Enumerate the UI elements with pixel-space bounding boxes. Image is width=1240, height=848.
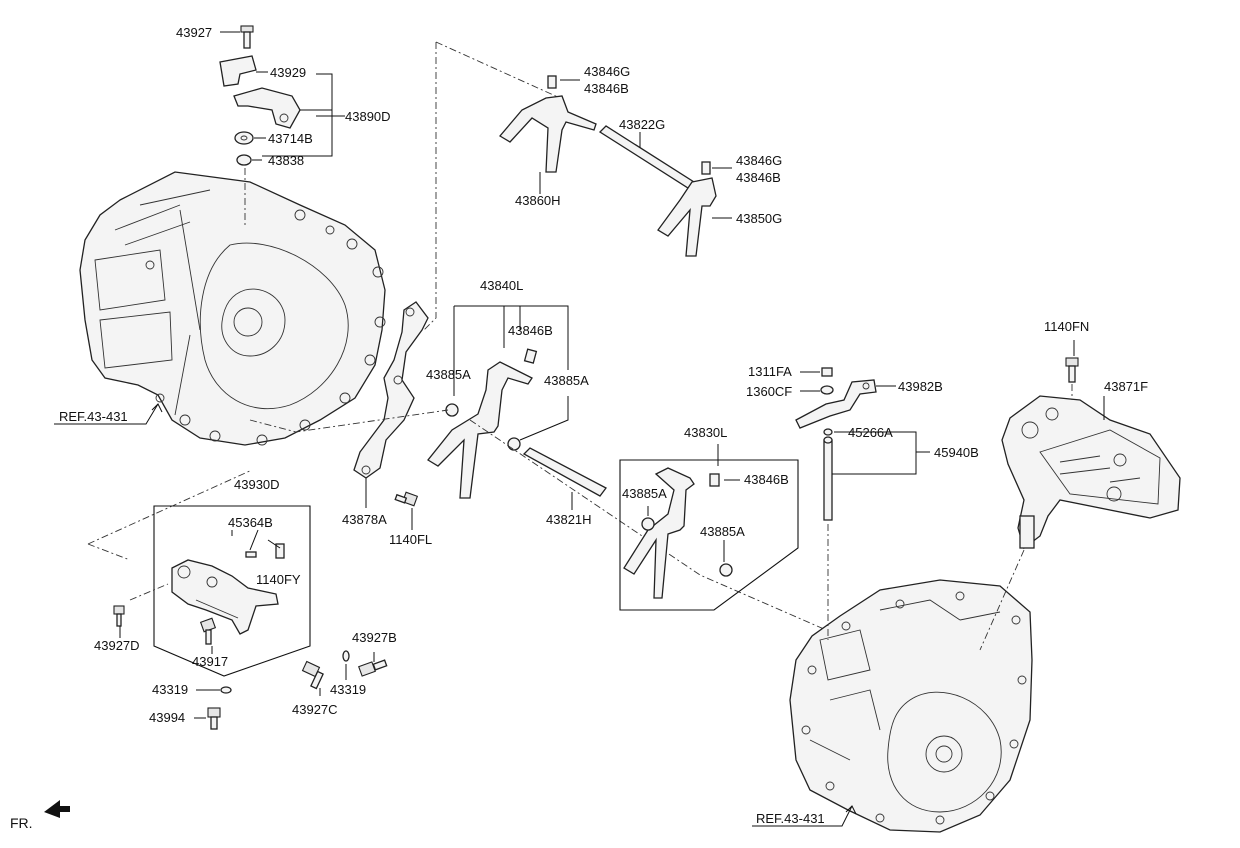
pin-43846G-top-part[interactable]	[547, 75, 557, 89]
label-43890D: 43890D	[345, 109, 391, 124]
label-43930D: 43930D	[234, 477, 280, 492]
washer-43319-left-part[interactable]	[220, 686, 232, 694]
label-43846G-mid: 43846G	[736, 153, 782, 168]
front-label: FR.	[10, 815, 33, 831]
label-43878A: 43878A	[342, 512, 387, 527]
label-43840L: 43840L	[480, 278, 523, 293]
ref-label-right: REF.43-431	[756, 811, 825, 826]
bushing-43885A-box2-part[interactable]	[719, 563, 733, 577]
fork-43850G-part[interactable]	[657, 177, 717, 257]
fork-43840L-part[interactable]	[427, 361, 533, 499]
label-43319-left: 43319	[152, 682, 188, 697]
label-1140FL: 1140FL	[389, 532, 432, 547]
label-45266A: 45266A	[848, 425, 893, 440]
label-43860H: 43860H	[515, 193, 561, 208]
label-43885A-right: 43885A	[544, 373, 589, 388]
label-1140FN: 1140FN	[1044, 319, 1089, 334]
label-43846G-top: 43846G	[584, 64, 630, 79]
bushing-43714B-part[interactable]	[234, 131, 254, 145]
label-1360CF: 1360CF	[746, 384, 792, 399]
label-43885A-box1: 43885A	[622, 486, 667, 501]
label-43714B: 43714B	[268, 131, 313, 146]
pin-43846B-box-part[interactable]	[709, 473, 720, 487]
bushing-43885A-right-part[interactable]	[507, 437, 521, 451]
label-43927: 43927	[176, 25, 212, 40]
front-arrow-icon	[44, 800, 70, 818]
label-43885A-left: 43885A	[426, 367, 471, 382]
washer-1360CF-part[interactable]	[820, 385, 834, 395]
rod-43821H-part[interactable]	[522, 447, 607, 497]
fork-43860H-part[interactable]	[499, 95, 597, 173]
bracket-43890D-part[interactable]	[233, 87, 301, 129]
fork-43830L-part[interactable]	[623, 467, 695, 599]
ref-label-left: REF.43-431	[59, 409, 128, 424]
assembly-43830L-frame	[619, 459, 799, 611]
right-transmission-case[interactable]	[789, 579, 1033, 833]
ring-45266A-part[interactable]	[823, 428, 833, 436]
bolt-1140FY-part[interactable]	[275, 543, 285, 559]
bolt-43917-part[interactable]	[199, 617, 217, 645]
label-43927B: 43927B	[352, 630, 397, 645]
label-43830L: 43830L	[684, 425, 727, 440]
shift-unit-43917-part[interactable]	[171, 559, 279, 635]
label-45364B: 45364B	[228, 515, 273, 530]
pin-43846G-mid-part[interactable]	[701, 161, 711, 175]
bolt-1140FL-part[interactable]	[394, 491, 419, 507]
label-43982B: 43982B	[898, 379, 943, 394]
bolt-43927D-part[interactable]	[113, 605, 125, 627]
label-43850G: 43850G	[736, 211, 782, 226]
bushing-43885A-box1-part[interactable]	[641, 517, 655, 531]
bolt-43994-part[interactable]	[207, 707, 221, 730]
label-43846B-mid: 43846B	[736, 170, 781, 185]
rod-45940B-part[interactable]	[823, 436, 833, 521]
bolt-43927-part[interactable]	[240, 25, 254, 49]
bolt-43927B-part[interactable]	[358, 659, 388, 677]
label-43821H: 43821H	[546, 512, 592, 527]
label-43885A-box2: 43885A	[700, 524, 745, 539]
bolt-43927C-part[interactable]	[301, 660, 324, 690]
assembly-43930D-frame	[153, 505, 311, 677]
label-43994: 43994	[149, 710, 185, 725]
bushing-43838-part[interactable]	[236, 154, 252, 166]
label-43927C: 43927C	[292, 702, 338, 717]
label-43929: 43929	[270, 65, 306, 80]
label-43319-right: 43319	[330, 682, 366, 697]
label-43822G: 43822G	[619, 117, 665, 132]
label-43846B-fork: 43846B	[508, 323, 553, 338]
bolt-1140FN-part[interactable]	[1065, 357, 1079, 383]
pin-43846B-fork-part[interactable]	[523, 348, 538, 364]
left-transmission-case[interactable]	[79, 171, 386, 446]
lever-43982B-part[interactable]	[795, 379, 877, 429]
label-43927D: 43927D	[94, 638, 140, 653]
lever-43878A-part[interactable]	[353, 301, 429, 479]
label-1311FA: 1311FA	[748, 364, 792, 379]
label-43871F: 43871F	[1104, 379, 1148, 394]
washer-43319-right-part[interactable]	[342, 650, 350, 662]
label-43846B-box: 43846B	[744, 472, 789, 487]
pin-45364B-part[interactable]	[245, 551, 257, 558]
label-1140FY: 1140FY	[256, 572, 301, 587]
actuator-43871F-part[interactable]	[1001, 395, 1181, 550]
label-43838: 43838	[268, 153, 304, 168]
label-45940B: 45940B	[934, 445, 979, 460]
label-43846B-top: 43846B	[584, 81, 629, 96]
label-43917: 43917	[192, 654, 228, 669]
rod-43822G-part[interactable]	[598, 125, 696, 189]
clip-43929-part[interactable]	[219, 55, 257, 87]
nut-1311FA-part[interactable]	[821, 367, 833, 377]
